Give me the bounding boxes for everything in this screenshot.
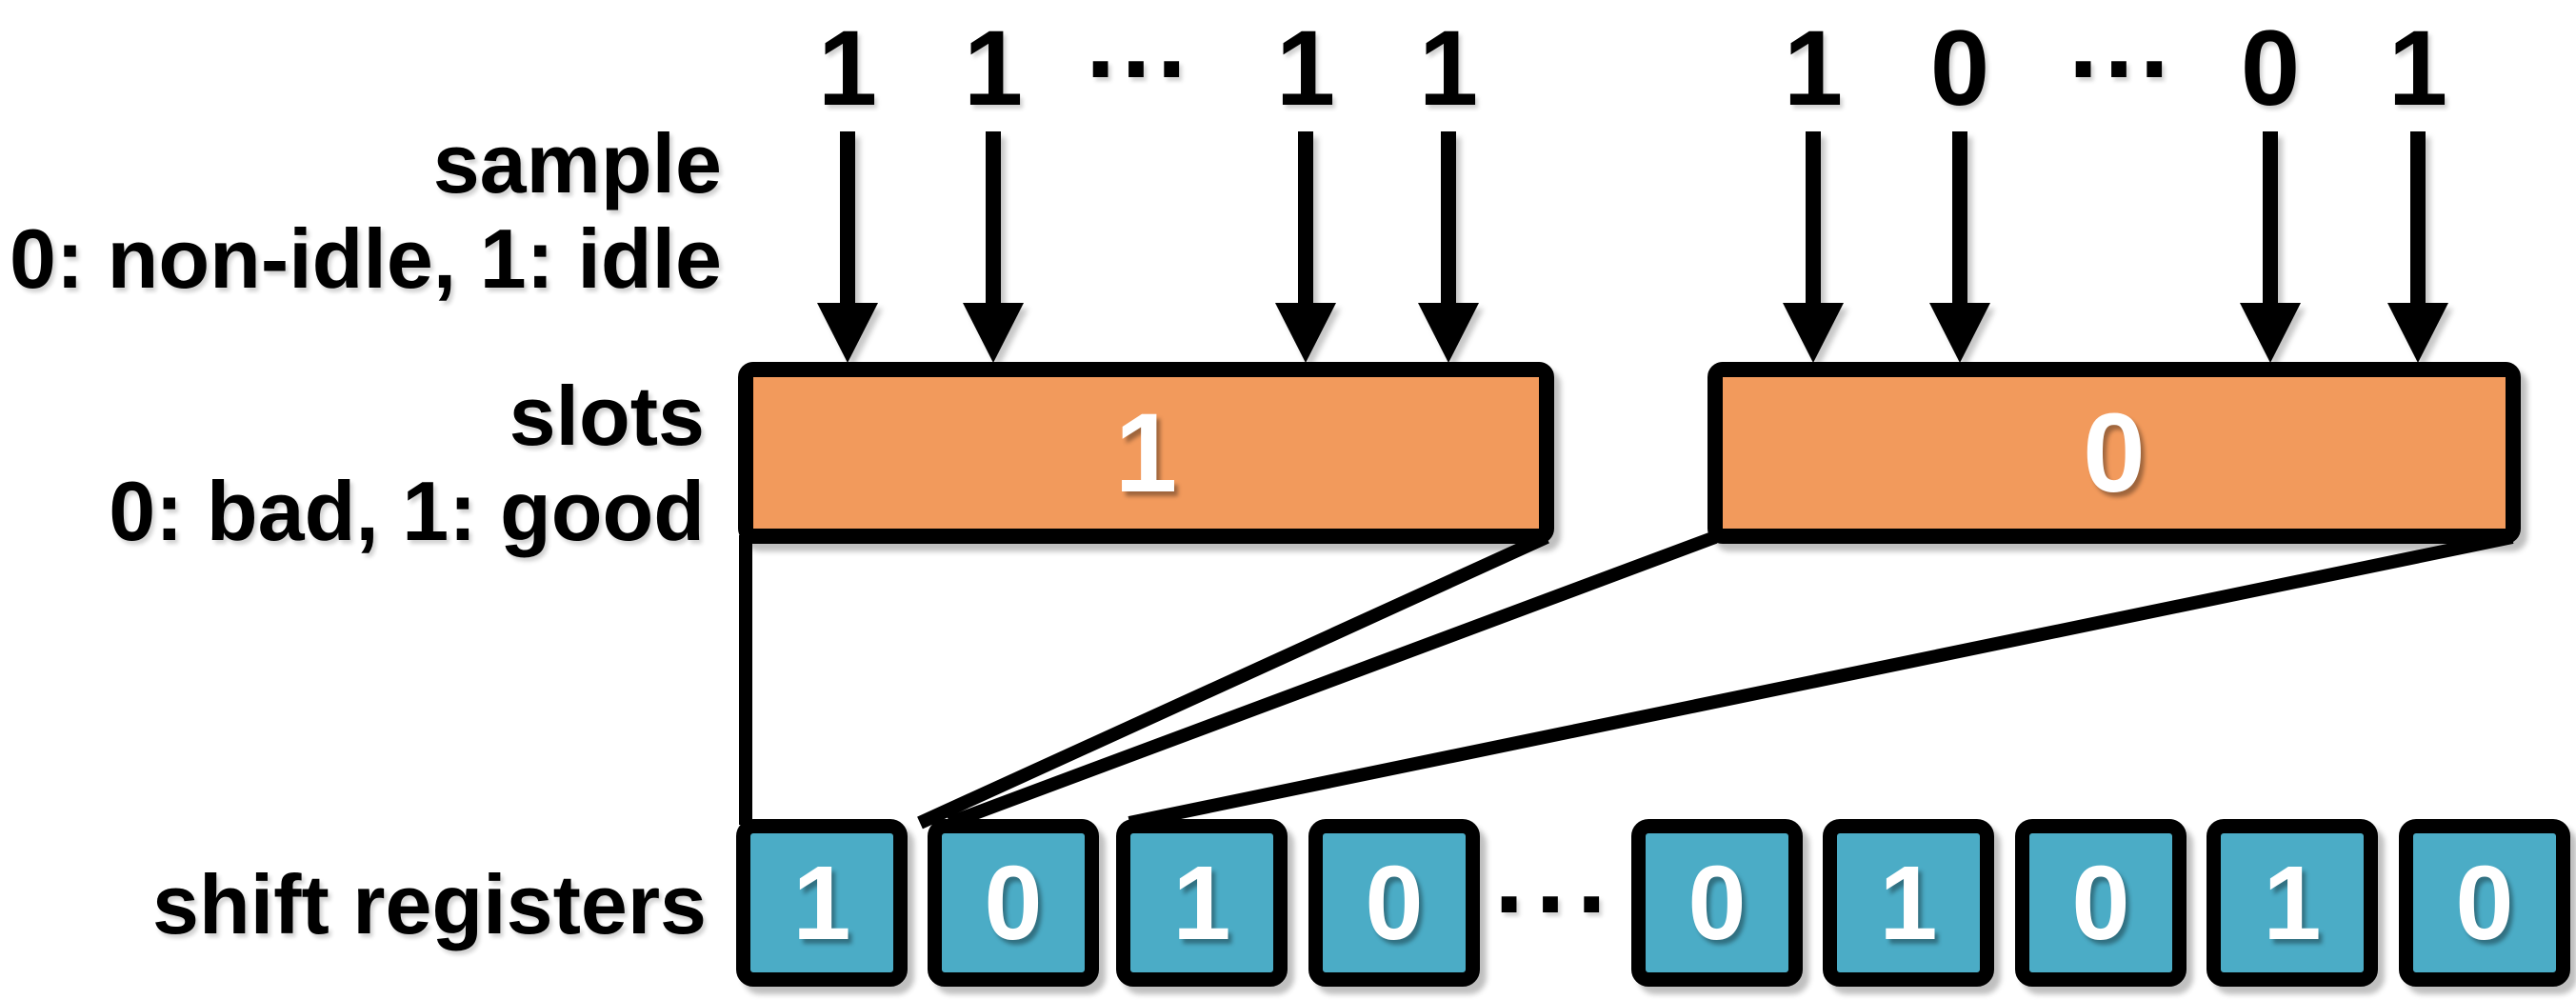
sample-legend: 0: non-idle, 1: idle [9, 211, 722, 306]
slot-value: 1 [1114, 390, 1178, 516]
register-cell: 1 [736, 819, 908, 987]
slot-to-register-connectors [739, 530, 2514, 830]
arrow-head-icon [1929, 303, 1990, 363]
register-value: 1 [1879, 844, 1938, 962]
arrow-head-icon [817, 303, 878, 363]
sample-bit: 1 [1275, 9, 1336, 128]
sample-label: sample [432, 116, 722, 210]
register-value: 1 [792, 844, 851, 962]
register-cell: 1 [2207, 819, 2378, 987]
register-value: 0 [1365, 844, 1424, 962]
connector-line [917, 530, 1549, 830]
register-value: 1 [1172, 844, 1231, 962]
sample-ellipsis: ··· [1086, 9, 1192, 128]
register-cell: 1 [1823, 819, 1994, 987]
sample-bit: 1 [1418, 9, 1479, 128]
register-cell: 1 [1116, 819, 1288, 987]
connector-line [1128, 530, 2514, 830]
sample-bit: 0 [1929, 9, 1990, 128]
arrow-head-icon [2240, 303, 2301, 363]
sample-bit: 1 [1783, 9, 1844, 128]
sample-bit: 1 [2387, 9, 2448, 128]
register-cell: 0 [2015, 819, 2187, 987]
sample-ellipsis: ··· [2068, 9, 2175, 128]
arrow-head-icon [963, 303, 1024, 363]
slots-legend: 0: bad, 1: good [109, 464, 705, 558]
slot-box-bad: 0 [1707, 362, 2521, 544]
arrow-head-icon [1275, 303, 1336, 363]
arrow-head-icon [1783, 303, 1844, 363]
sample-bit: 1 [817, 9, 878, 128]
sample-arrows-left [817, 131, 1479, 363]
register-value: 0 [2071, 844, 2130, 962]
register-cell: 0 [2399, 819, 2570, 987]
arrow-head-icon [1418, 303, 1479, 363]
sample-bit: 0 [2240, 9, 2301, 128]
register-ellipsis: ··· [1494, 844, 1618, 963]
register-value: 0 [1687, 844, 1747, 962]
arrow-head-icon [2387, 303, 2448, 363]
slot-value: 0 [2083, 390, 2146, 516]
slots-label-block: slots 0: bad, 1: good [109, 369, 705, 559]
register-value: 0 [984, 844, 1043, 962]
register-cell: 0 [1308, 819, 1480, 987]
shift-registers-label: shift registers [152, 857, 707, 951]
sample-arrows-right [1783, 131, 2448, 363]
register-value: 0 [2455, 844, 2514, 962]
register-value: 1 [2263, 844, 2322, 962]
connector-line [947, 530, 1718, 830]
sample-bit: 1 [963, 9, 1024, 128]
slots-label: slots [509, 369, 705, 463]
register-cell: 0 [928, 819, 1099, 987]
slot-box-good: 1 [738, 362, 1554, 544]
register-cell: 0 [1631, 819, 1803, 987]
sample-label-block: sample 0: non-idle, 1: idle [10, 116, 722, 307]
